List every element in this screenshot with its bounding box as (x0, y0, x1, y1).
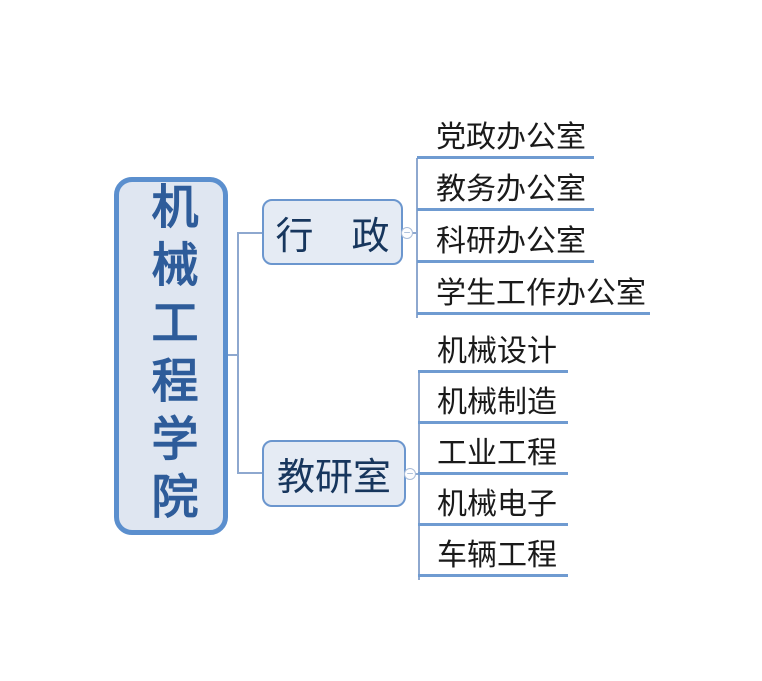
subtopic-teach-3[interactable]: 机械电子 (418, 488, 568, 526)
subtopic-label: 教务办公室 (436, 173, 586, 206)
subtopic-admin-3[interactable]: 学生工作办公室 (417, 277, 650, 315)
connector-teach-bracket (418, 373, 420, 580)
subtopic-admin-2[interactable]: 科研办公室 (417, 225, 594, 263)
connector-admin-bracket (416, 158, 418, 318)
connector-root-stub (228, 354, 238, 356)
connector-to-admin (237, 232, 262, 234)
subtopic-label: 工业工程 (437, 437, 557, 470)
connector-root-bracket (237, 232, 239, 474)
root-topic[interactable]: 机械工程学院 (114, 177, 228, 535)
subtopic-label: 党政办公室 (436, 121, 586, 154)
subtopic-teach-2[interactable]: 工业工程 (418, 437, 568, 475)
branch-topic-teach-label: 教研室 (276, 457, 391, 499)
subtopic-teach-1[interactable]: 机械制造 (418, 386, 568, 424)
subtopic-label: 车辆工程 (437, 539, 557, 572)
branch-topic-teach[interactable]: 教研室 (262, 440, 406, 507)
subtopic-label: 机械设计 (437, 335, 557, 368)
subtopic-teach-0[interactable]: 机械设计 (418, 335, 568, 373)
minus-glyph: − (406, 467, 414, 480)
root-topic-label: 机械工程学院 (144, 182, 198, 530)
branch-topic-admin-label: 行 政 (275, 215, 390, 258)
branch-topic-admin[interactable]: 行 政 (262, 199, 403, 265)
subtopic-admin-1[interactable]: 教务办公室 (417, 173, 594, 211)
subtopic-label: 机械制造 (437, 386, 557, 419)
minus-glyph: − (403, 226, 411, 239)
collapse-toggle-icon[interactable]: − (401, 227, 413, 239)
subtopic-teach-4[interactable]: 车辆工程 (418, 539, 568, 577)
subtopic-admin-0[interactable]: 党政办公室 (417, 121, 594, 159)
subtopic-label: 学生工作办公室 (436, 277, 646, 310)
subtopic-label: 科研办公室 (436, 225, 586, 258)
connector-to-teach (237, 472, 262, 474)
subtopic-label: 机械电子 (437, 488, 557, 521)
collapse-toggle-icon[interactable]: − (404, 468, 416, 480)
